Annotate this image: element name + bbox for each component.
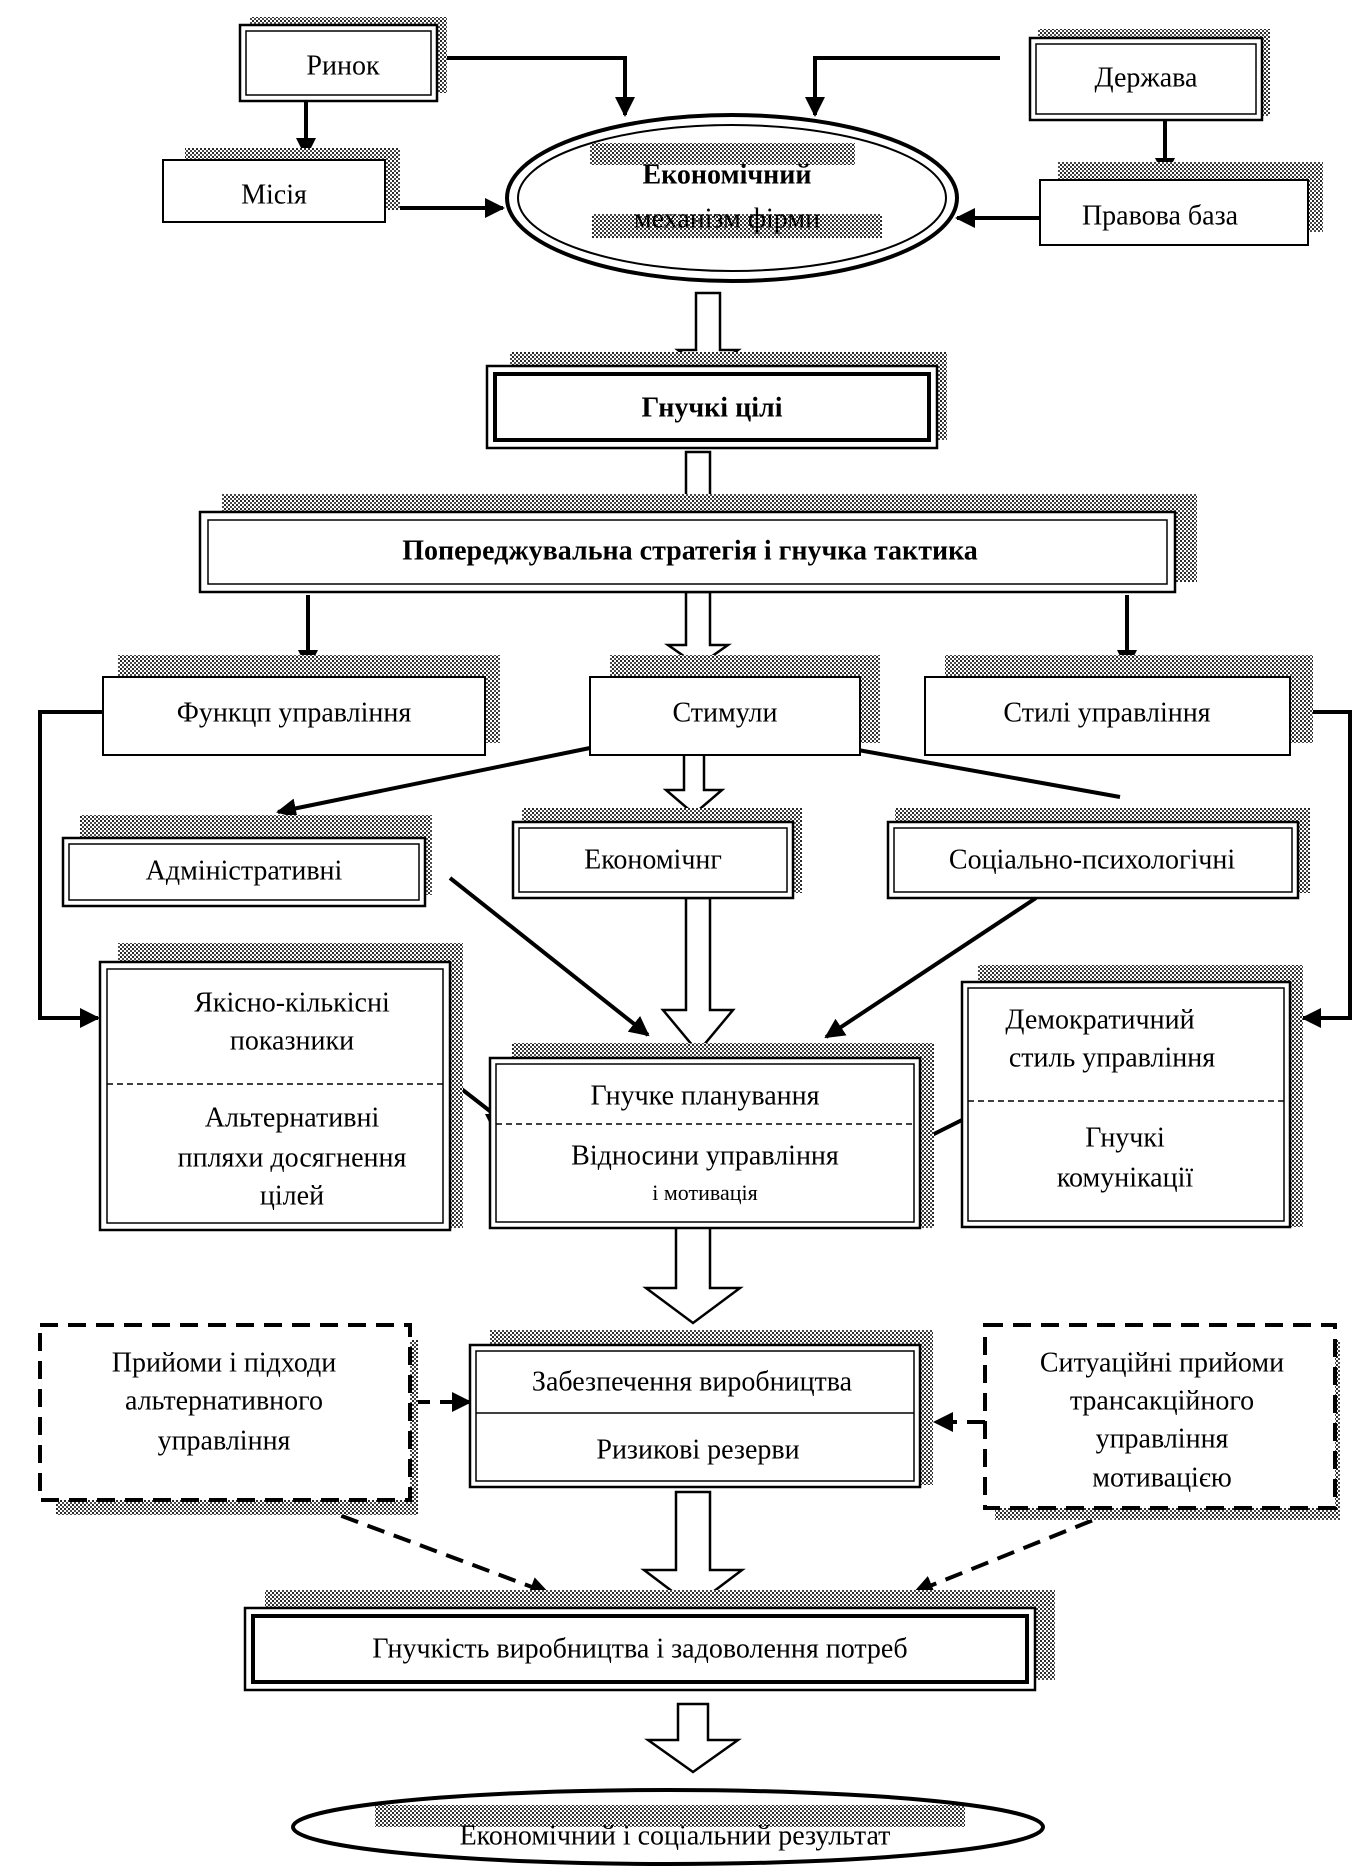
- economic-mechanism-line1: Економічний: [642, 159, 811, 190]
- arrow-styles-to-democratic: [1288, 710, 1352, 1028]
- alternative-methods-line1: Прийоми і підходи: [112, 1347, 337, 1378]
- management-styles-label: Стилі управління: [1003, 697, 1210, 728]
- node-economic-mechanism: Економічний механізм фірми: [505, 113, 959, 283]
- arrow-stimuli-to-administrative: [276, 746, 591, 819]
- flexible-planning-top: Гнучке планування: [590, 1080, 819, 1111]
- block-arrow-strategy-to-stimuli: [664, 590, 732, 668]
- arrow-functions-to-indicators: [38, 710, 103, 1028]
- democratic-style-bottom2: комунікації: [1057, 1162, 1194, 1193]
- flexibility-label: Гнучкість виробництва і задоволення потр…: [372, 1633, 907, 1664]
- market-label: Ринок: [306, 50, 380, 81]
- node-strategy: Попереджувальна стратегія і гнучка такти…: [198, 494, 1197, 594]
- quality-indicators-bottom1: Альтернативні: [205, 1102, 380, 1133]
- flexible-planning-bottom1: Відносини управління: [571, 1140, 839, 1171]
- quality-indicators-bottom3: цілей: [260, 1180, 324, 1211]
- social-psychological-label: Соціально-психологічні: [949, 844, 1235, 875]
- state-label: Держава: [1095, 62, 1198, 93]
- node-situational-methods: Ситуаційні прийоми трансакційного управл…: [983, 1323, 1340, 1520]
- mission-label: Місія: [241, 179, 307, 210]
- block-arrow-flexibility-to-result: [644, 1702, 742, 1774]
- situational-methods-line1: Ситуаційні прийоми: [1040, 1347, 1284, 1378]
- block-arrow-support-to-flexibility: [640, 1490, 746, 1609]
- democratic-style-top2: стиль управління: [1009, 1042, 1215, 1073]
- node-administrative: Адміністративні: [61, 815, 432, 908]
- situational-methods-line4: мотивацією: [1092, 1462, 1232, 1493]
- node-flexible-goals: Гнучкі цілі: [485, 352, 947, 450]
- democratic-style-top1: Демократичний: [1005, 1004, 1194, 1035]
- node-state: Держава: [1028, 29, 1270, 122]
- production-support-top: Забезпечення виробництва: [532, 1366, 853, 1397]
- situational-methods-line3: управління: [1096, 1423, 1229, 1454]
- node-quality-indicators: Якісно-кількісні показники Альтернативні…: [98, 943, 463, 1232]
- legal-base-label: Правова база: [1082, 200, 1239, 231]
- arrow-social-to-planning: [824, 896, 1038, 1039]
- node-flexibility: Гнучкість виробництва і задоволення потр…: [243, 1590, 1055, 1692]
- node-mission: Місія: [162, 148, 400, 223]
- strategy-label: Попереджувальна стратегія і гнучка такти…: [402, 535, 978, 566]
- management-functions-label: Функцп управління: [177, 697, 412, 728]
- quality-indicators-top1: Якісно-кількісні: [194, 987, 390, 1018]
- block-arrow-stimuli-to-economic: [662, 750, 726, 816]
- flexible-goals-label: Гнучкі цілі: [642, 392, 783, 423]
- node-democratic-style: Демократичний стиль управління Гнучкі ко…: [960, 965, 1303, 1229]
- node-management-styles: Стилі управління: [924, 655, 1313, 756]
- arrow-alternative-to-flexibility: [314, 1504, 550, 1597]
- alternative-methods-line2: альтернативного: [125, 1385, 323, 1416]
- economic-label: Економічнг: [584, 844, 722, 875]
- node-result: Економічний і соціальний результат: [291, 1788, 1045, 1866]
- stimuli-label: Стимули: [673, 697, 778, 728]
- result-label: Економічний і соціальний результат: [460, 1820, 891, 1851]
- economic-mechanism-line2: механізм фірми: [634, 203, 820, 234]
- arrow-market-to-mechanism: [438, 56, 635, 117]
- administrative-label: Адміністративні: [146, 855, 343, 886]
- situational-methods-line2: трансакційного: [1070, 1385, 1254, 1416]
- node-management-functions: Функцп управління: [102, 655, 500, 756]
- node-alternative-methods: Прийоми і підходи альтернативного управл…: [38, 1323, 418, 1515]
- block-arrow-economic-to-planning: [660, 896, 736, 1054]
- quality-indicators-top2: показники: [230, 1025, 354, 1056]
- flexible-planning-bottom2: і мотивація: [652, 1180, 758, 1205]
- alternative-methods-line3: управління: [158, 1425, 291, 1456]
- node-stimuli: Стимули: [589, 655, 880, 756]
- node-legal-base: Правова база: [1039, 162, 1323, 246]
- arrow-situational-to-flexibility: [913, 1508, 1119, 1595]
- node-social-psychological: Соціально-психологічні: [886, 808, 1310, 900]
- node-flexible-planning: Гнучке планування Відносини управління і…: [488, 1043, 934, 1230]
- node-economic: Економічнг: [511, 808, 802, 900]
- production-support-bottom: Ризикові резерви: [596, 1434, 799, 1465]
- connectors: [38, 56, 1352, 1162]
- arrow-stimuli-to-social: [857, 748, 1121, 799]
- quality-indicators-bottom2: ппляхи досягнення: [178, 1142, 407, 1173]
- arrow-administrative-to-planning: [448, 876, 650, 1037]
- arrow-top-to-mechanism: [805, 56, 1000, 117]
- node-market: Ринок: [238, 17, 447, 103]
- block-arrow-planning-to-support: [642, 1220, 744, 1325]
- node-production-support: Забезпечення виробництва Ризикові резерв…: [468, 1330, 933, 1489]
- democratic-style-bottom1: Гнучкі: [1085, 1122, 1165, 1153]
- dashed-connectors: [314, 1392, 1119, 1597]
